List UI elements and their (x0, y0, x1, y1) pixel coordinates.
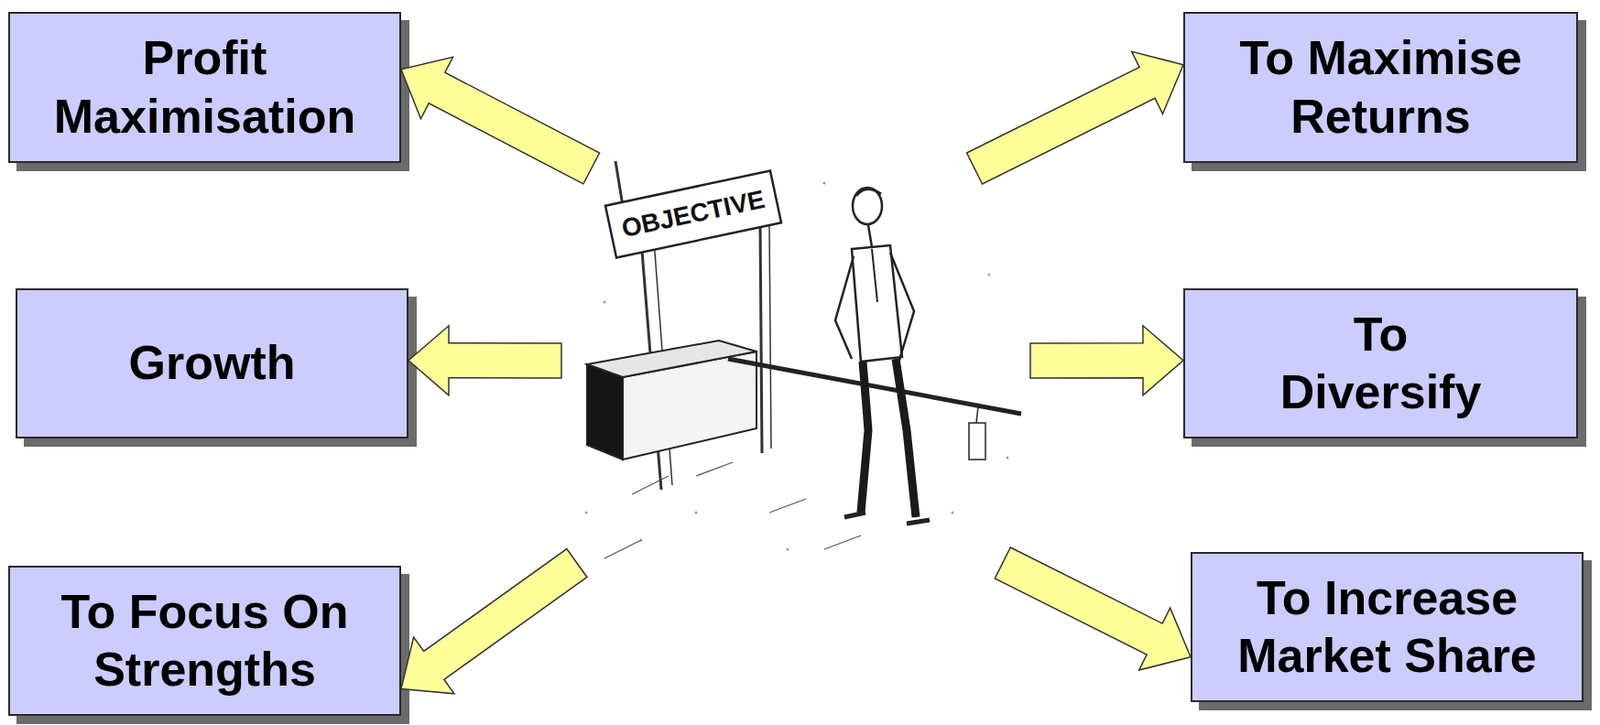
sign-label: OBJECTIVE (619, 185, 768, 244)
block-arrow (994, 547, 1191, 671)
block-arrow (967, 51, 1184, 185)
head (852, 187, 882, 225)
box-label: To Increase Market Share (1204, 569, 1571, 686)
speckle (695, 511, 698, 515)
feet (844, 512, 930, 524)
right-leg (895, 359, 916, 518)
box-label: Profit Maximisation (21, 29, 389, 146)
block-arrow (401, 56, 600, 185)
crate-side (587, 364, 623, 460)
objective-box: Growth (15, 288, 409, 439)
objective-sign: OBJECTIVE (561, 168, 1031, 564)
speckle (1006, 457, 1010, 460)
objective-box: To Diversify (1183, 288, 1579, 439)
speckle (585, 511, 588, 515)
neck (868, 225, 872, 248)
box-label: To Diversify (1271, 305, 1492, 423)
block-arrow (1030, 326, 1184, 396)
box-label: Growth (129, 334, 296, 392)
objective-box: To Increase Market Share (1190, 552, 1584, 703)
speckle (823, 182, 827, 186)
post-top (615, 161, 623, 207)
man-figure (835, 187, 930, 524)
right-arm (890, 252, 915, 367)
right-post (760, 224, 762, 454)
hair (856, 188, 882, 196)
block-arrow (401, 549, 588, 695)
left-leg (860, 361, 869, 513)
pole-line (728, 359, 1022, 414)
left-arm (835, 256, 854, 360)
sign-board (605, 171, 782, 259)
objective-box: To Focus On Strengths (8, 565, 402, 717)
ground-lines (604, 462, 861, 559)
right-post-edge (769, 224, 772, 449)
ground-stroke (604, 462, 861, 559)
pole (728, 359, 1022, 460)
speckle (988, 273, 991, 277)
objective-box: To Maximise Returns (1183, 11, 1579, 164)
box-label: To Focus On Strengths (21, 583, 389, 700)
tie (871, 249, 878, 303)
tag-string (976, 406, 979, 424)
speckle (786, 548, 790, 552)
hanging-tag (968, 423, 986, 460)
box-label: To Maximise Returns (1197, 29, 1565, 146)
block-arrow (408, 326, 562, 396)
ground-speckles (585, 182, 1010, 552)
objective-box: Profit Maximisation (8, 11, 402, 164)
speckle (603, 301, 607, 305)
sign-post (615, 161, 772, 490)
speckle (951, 511, 955, 515)
